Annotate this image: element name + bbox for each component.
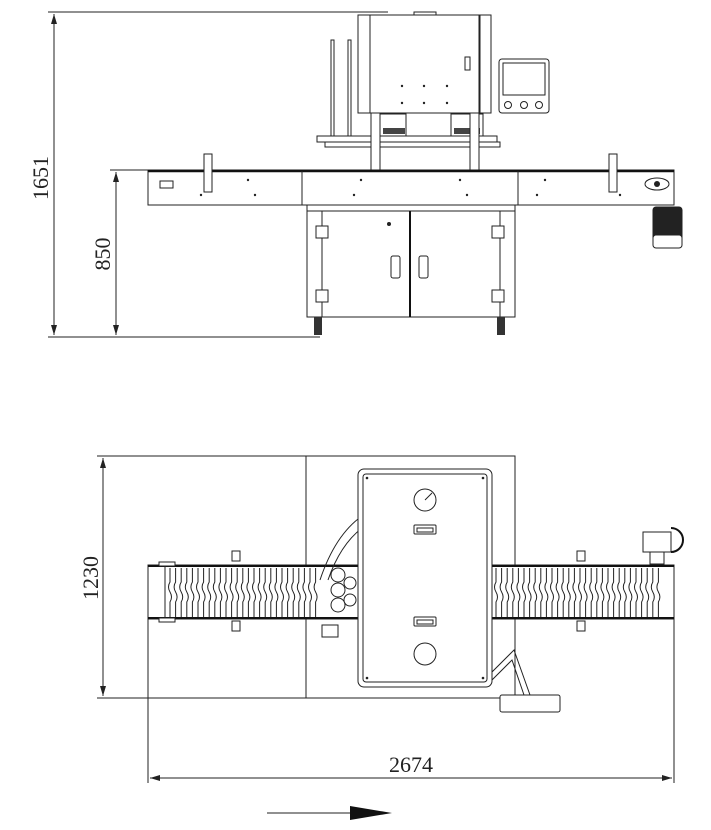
dimension-conveyor-height: 850 xyxy=(90,169,148,335)
capping-heads xyxy=(379,113,484,137)
hmi-touch-panel xyxy=(498,58,550,114)
leveling-foot xyxy=(497,317,505,335)
star-wheel xyxy=(319,515,363,638)
hmi-button xyxy=(520,101,528,109)
operator-panel xyxy=(499,694,561,713)
cabinet-latch xyxy=(464,56,471,71)
drive-motor xyxy=(652,206,683,249)
control-arm xyxy=(491,649,561,713)
hinge xyxy=(315,225,329,239)
upper-cabinet xyxy=(357,11,492,114)
round-cutout xyxy=(413,642,437,666)
dimension-overall-width: 1230 xyxy=(78,455,306,699)
conveyor-slats xyxy=(168,568,661,617)
dimension-label-850: 850 xyxy=(90,238,115,271)
guide-rods xyxy=(316,39,501,148)
hmi-screen xyxy=(502,62,546,96)
hmi-button xyxy=(504,101,512,109)
dimension-overall-height: 1651 xyxy=(28,11,388,338)
hinge xyxy=(491,225,505,239)
dimension-label-2674: 2674 xyxy=(389,752,433,777)
door-handle-right xyxy=(418,255,429,279)
conveyor-side xyxy=(147,153,675,206)
rail-adjuster xyxy=(608,153,618,193)
front-view: 1651 850 xyxy=(28,11,683,338)
motor-gearbox xyxy=(642,527,684,565)
door-handle-left xyxy=(390,255,401,279)
rail-adjuster xyxy=(203,153,213,193)
hmi-button xyxy=(535,101,543,109)
leveling-foot xyxy=(314,317,322,335)
dimension-label-1651: 1651 xyxy=(28,156,53,200)
arrow-right-icon xyxy=(267,806,392,820)
hinge xyxy=(315,289,329,303)
dimension-label-1230: 1230 xyxy=(78,556,103,600)
top-cover xyxy=(357,468,493,688)
top-view: 1230 2674 xyxy=(78,455,684,820)
lower-cabinet xyxy=(306,204,516,335)
hinge xyxy=(491,289,505,303)
